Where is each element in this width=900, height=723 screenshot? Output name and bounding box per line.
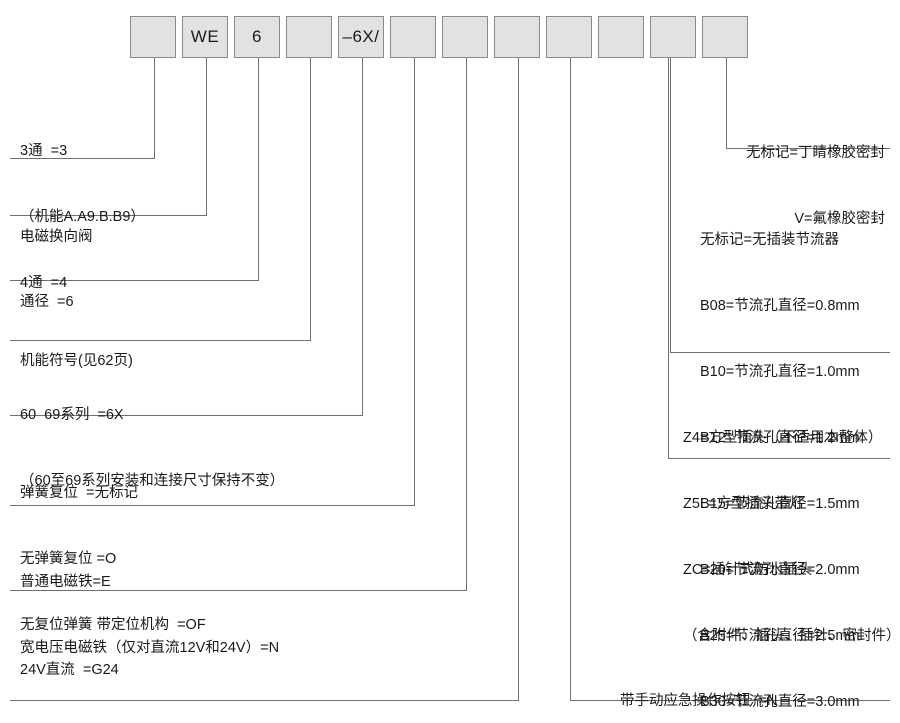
code-box-2[interactable]: WE xyxy=(182,16,228,58)
leader-elbow-ways xyxy=(10,158,155,159)
leader-line-solenoid xyxy=(466,58,467,590)
code-box-11[interactable] xyxy=(650,16,696,58)
leader-line-connector xyxy=(668,58,669,458)
label-supply-voltage-line-1: 24V直流 =G24 xyxy=(20,662,119,678)
label-series-number-line-1: 60 69系列 =6X xyxy=(20,407,124,423)
label-solenoid-type-line-2: 宽电压电磁铁（仅对直流12V和24V）=N xyxy=(20,640,280,656)
label-ways-count-line-1: 3通 =3 xyxy=(20,143,68,159)
leader-line-series xyxy=(362,58,363,415)
leader-line-ways xyxy=(154,58,155,158)
leader-line-manual-override xyxy=(570,58,571,700)
label-seal-material-line-1: 无标记=丁睛橡胶密封 xyxy=(746,145,885,161)
label-throttle-insert-line-8: B30=节流孔直径=3.0mm xyxy=(700,694,860,710)
leader-elbow-spring xyxy=(10,505,415,506)
label-nominal-size-line-1: 通径 =6 xyxy=(20,294,74,310)
label-manual-override-line-1: 带手动应急操作按钮 =N xyxy=(620,693,778,709)
leader-elbow-connector xyxy=(668,458,890,459)
leader-elbow-size xyxy=(10,280,259,281)
label-throttle-insert-line-4: B12=节流孔直径=1.2mm xyxy=(700,430,860,446)
label-seal-material-line-2: V=氟橡胶密封 xyxy=(794,211,885,227)
label-solenoid-type: 普通电磁铁=E 宽电压电磁铁（仅对直流12V和24V）=N xyxy=(20,527,279,703)
label-connector-type-line-1: Z4=方型插头（不适用本整体） xyxy=(683,430,883,446)
leader-line-voltage xyxy=(518,58,519,700)
label-spring-return: 弹簧复位 =无标记 无弹簧复位 =O 无复位弹簧 带定位机构 =OF xyxy=(20,438,206,680)
leader-line-seal xyxy=(726,58,727,148)
leader-elbow-seal xyxy=(726,148,890,149)
label-throttle-insert-line-6: B20=节流孔直径=2.0mm xyxy=(700,562,860,578)
code-box-7[interactable] xyxy=(442,16,488,58)
label-ways-count: 3通 =3 （机能A.A9.B.B9） 4通 =4 xyxy=(20,96,145,338)
leader-elbow-spool xyxy=(10,340,311,341)
label-throttle-insert-line-1: 无标记=无插装节流器 xyxy=(700,232,839,248)
label-manual-override: 带手动应急操作按钮 =N xyxy=(620,646,778,723)
label-spring-return-line-1: 弹簧复位 =无标记 xyxy=(20,485,139,501)
code-box-8[interactable] xyxy=(494,16,540,58)
label-spring-return-line-3: 无复位弹簧 带定位机构 =OF xyxy=(20,617,206,633)
leader-elbow-valve-type xyxy=(10,215,207,216)
label-throttle-insert: 无标记=无插装节流器 B08=节流孔直径=0.8mm B10=节流孔直径=1.0… xyxy=(700,185,860,723)
leader-line-size xyxy=(258,58,259,280)
leader-elbow-manual-override xyxy=(570,700,890,701)
label-supply-voltage: 24V直流 =G24 220V交流.50Hz =W220−50 220V交流本整… xyxy=(20,615,200,723)
leader-elbow-series xyxy=(10,415,363,416)
label-nominal-size: 通径 =6 xyxy=(20,247,74,357)
label-ways-count-line-3: 4通 =4 xyxy=(20,275,68,291)
code-box-1[interactable] xyxy=(130,16,176,58)
code-box-12[interactable] xyxy=(702,16,748,58)
leader-line-spring xyxy=(414,58,415,505)
label-spool-symbol: 机能符号(见62页) xyxy=(20,306,133,416)
leader-elbow-voltage xyxy=(10,700,519,701)
label-throttle-insert-line-7: B25=节流孔直径=2.5mm xyxy=(700,628,860,644)
label-throttle-insert-line-3: B10=节流孔直径=1.0mm xyxy=(700,364,860,380)
code-box-9[interactable] xyxy=(546,16,592,58)
label-connector-type-line-3: ZC=插针式防水插头 xyxy=(683,562,813,578)
label-series-number: 60 69系列 =6X （60至69系列安装和连接尺寸保持不变） xyxy=(20,360,284,536)
code-box-4[interactable] xyxy=(286,16,332,58)
label-connector-type: Z4=方型插头（不适用本整体） Z5L=方型插头带灯 ZC=插针式防水插头 （含… xyxy=(683,383,900,691)
label-throttle-insert-line-2: B08=节流孔直径=0.8mm xyxy=(700,298,860,314)
label-series-number-line-2: （60至69系列安装和连接尺寸保持不变） xyxy=(20,473,285,489)
code-box-6[interactable] xyxy=(390,16,436,58)
label-throttle-insert-line-5: B15=节流孔直径=1.5mm xyxy=(700,496,860,512)
label-seal-material: 无标记=丁睛橡胶密封 V=氟橡胶密封 xyxy=(590,98,885,274)
label-spring-return-line-2: 无弹簧复位 =O xyxy=(20,551,117,567)
code-box-5[interactable]: –6X/ xyxy=(338,16,384,58)
leader-elbow-throttle xyxy=(670,352,890,353)
label-ways-count-line-2: （机能A.A9.B.B9） xyxy=(20,209,145,225)
label-solenoid-type-line-1: 普通电磁铁=E xyxy=(20,574,111,590)
code-box-3[interactable]: 6 xyxy=(234,16,280,58)
leader-line-valve-type xyxy=(206,58,207,215)
leader-elbow-solenoid xyxy=(10,590,467,591)
label-spool-symbol-line-1: 机能符号(见62页) xyxy=(20,353,133,369)
leader-line-spool xyxy=(310,58,311,340)
label-connector-type-line-4: （含附件、插头、插针、密封件） xyxy=(683,628,900,644)
label-valve-type-line-1: 电磁换向阀 xyxy=(20,229,93,245)
label-valve-type: 电磁换向阀 xyxy=(20,182,93,292)
label-connector-type-line-2: Z5L=方型插头带灯 xyxy=(683,496,804,512)
code-box-10[interactable] xyxy=(598,16,644,58)
leader-line-throttle xyxy=(670,58,671,352)
